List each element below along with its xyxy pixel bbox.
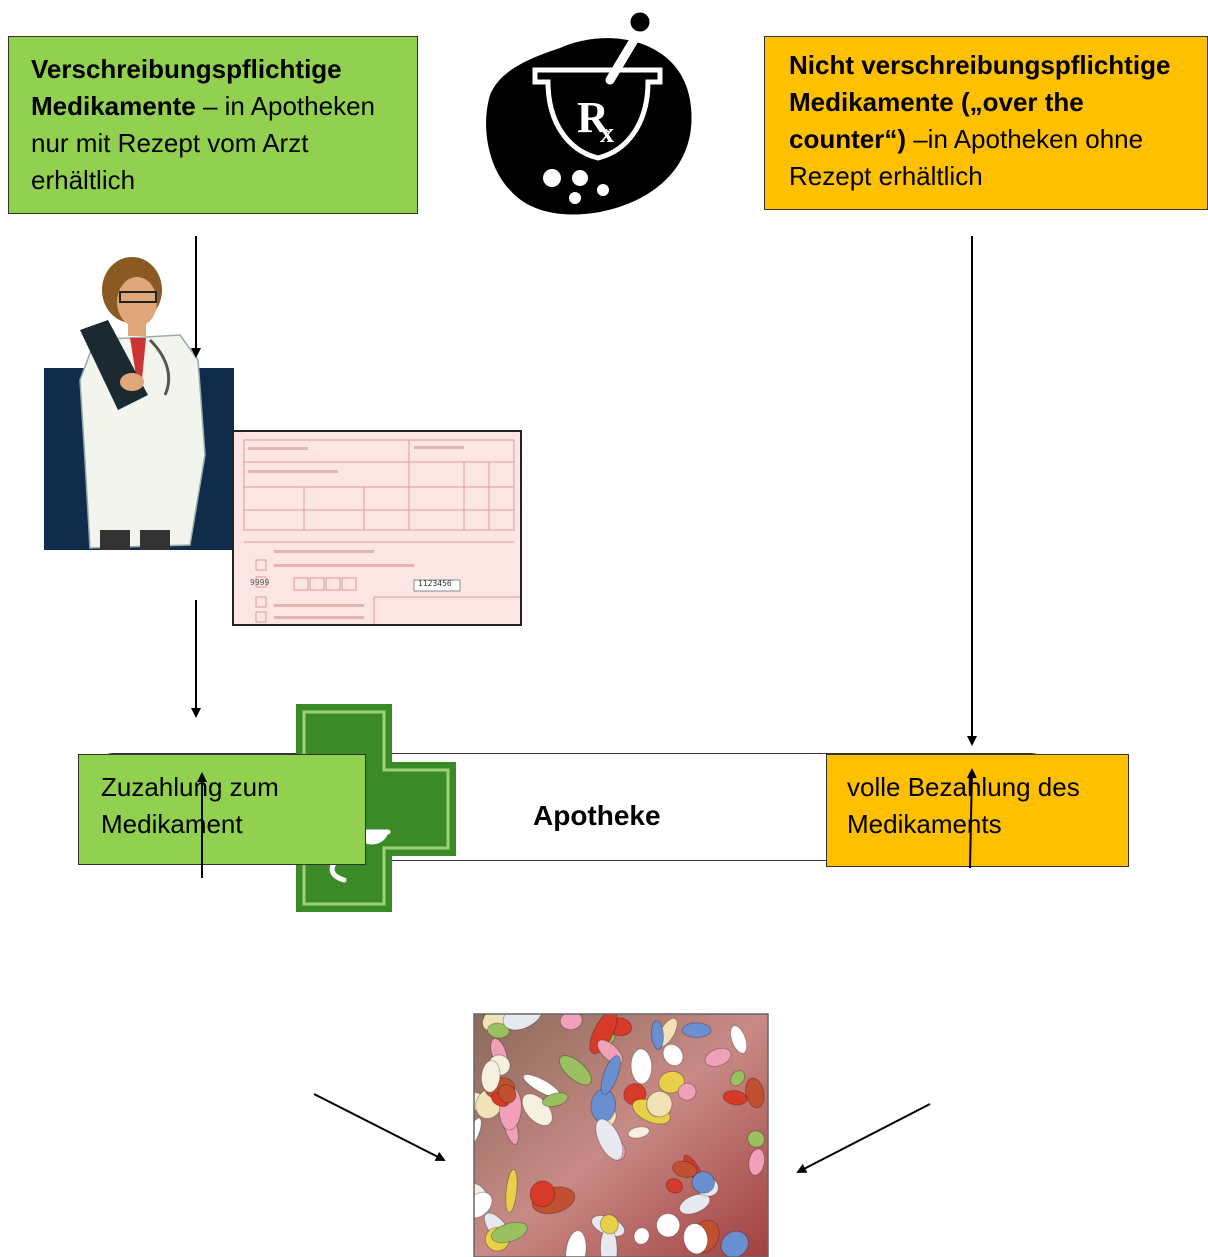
arrow-fullpay-to-pills xyxy=(796,1103,931,1173)
pill xyxy=(600,1055,621,1095)
pill xyxy=(599,1214,619,1235)
pill xyxy=(481,1014,515,1033)
pill xyxy=(691,1171,716,1194)
prescription-form-lines xyxy=(243,439,520,624)
pill xyxy=(630,1048,653,1085)
pill xyxy=(722,1090,748,1106)
pill xyxy=(565,1230,587,1257)
pill xyxy=(474,1183,490,1213)
pill xyxy=(522,1074,561,1098)
pill xyxy=(599,1226,618,1257)
full-payment-text: volle Bezahlung des Medikaments xyxy=(847,772,1080,839)
pill xyxy=(490,1092,510,1108)
pill xyxy=(559,1014,583,1031)
copayment-box: Zuzahlung zum Medikament xyxy=(78,754,366,865)
svg-text:R: R xyxy=(577,93,610,142)
pill xyxy=(672,1160,698,1178)
rx-box-text: – in Apotheken nur mit Rezept vom Arzt e… xyxy=(31,90,375,195)
pill xyxy=(646,1097,661,1117)
pill xyxy=(610,1140,626,1161)
pill xyxy=(729,1070,746,1087)
pill xyxy=(529,1180,556,1208)
pill xyxy=(475,1088,504,1120)
otc-box-text: –in Apotheken ohne Rezept erhältlich xyxy=(789,123,1144,191)
pill xyxy=(704,1047,732,1067)
pill xyxy=(691,1219,720,1253)
pill xyxy=(490,1221,528,1244)
pill xyxy=(631,1098,671,1125)
pill xyxy=(627,1126,650,1139)
pill xyxy=(531,1186,576,1215)
pill xyxy=(720,1230,749,1257)
prescription-number: 1123456 xyxy=(418,579,452,588)
pill xyxy=(474,1191,493,1219)
prescription-form-image: 9999 1123456 xyxy=(232,430,522,626)
pill xyxy=(681,1022,712,1038)
pill xyxy=(606,1017,633,1037)
rx-box-title: Verschreibungspflichtige Medikamente xyxy=(31,54,342,121)
pill xyxy=(596,1110,617,1132)
pill xyxy=(590,1088,617,1123)
pill xyxy=(651,1020,664,1050)
pill xyxy=(596,1039,624,1065)
rx-medication-box: Verschreibungspflichtige Medikamente – i… xyxy=(8,36,418,214)
pill xyxy=(633,1227,650,1245)
pill xyxy=(747,1130,766,1148)
pharmacy-label: Apotheke xyxy=(533,800,661,831)
pill xyxy=(589,1014,618,1055)
pill xyxy=(488,1054,511,1076)
pill xyxy=(474,1117,482,1148)
pill xyxy=(497,1083,517,1104)
pill xyxy=(474,1091,494,1112)
pill xyxy=(486,1022,510,1039)
pill xyxy=(498,1087,522,1131)
pill xyxy=(693,1175,719,1197)
pill xyxy=(656,1017,678,1048)
pill xyxy=(484,1077,516,1100)
pill xyxy=(500,1098,519,1146)
pill xyxy=(623,1083,647,1106)
pill xyxy=(646,1090,673,1118)
otc-medication-box: Nicht verschreibungspflichtige Medikamen… xyxy=(764,36,1208,210)
pill xyxy=(677,1082,697,1101)
pill xyxy=(665,1178,683,1194)
pill xyxy=(541,1092,569,1108)
otc-box-title: Nicht verschreibungspflichtige Medikamen… xyxy=(789,50,1171,154)
svg-text:x: x xyxy=(600,118,614,149)
pill xyxy=(558,1055,592,1086)
pill xyxy=(730,1025,748,1054)
pill xyxy=(484,1226,510,1252)
pill xyxy=(490,1037,508,1070)
pill xyxy=(595,1118,624,1161)
pill xyxy=(597,1026,616,1046)
full-payment-box: volle Bezahlung des Medikaments xyxy=(826,754,1129,867)
pill xyxy=(678,1193,711,1215)
pill xyxy=(521,1093,553,1127)
pill xyxy=(683,1154,705,1185)
pill xyxy=(658,1070,685,1094)
copayment-text: Zuzahlung zum Medikament xyxy=(101,772,279,839)
pill xyxy=(655,1213,681,1238)
pill xyxy=(480,1059,501,1093)
pill xyxy=(748,1148,766,1176)
pill xyxy=(745,1077,765,1109)
pill xyxy=(483,1212,511,1243)
pill xyxy=(591,1215,626,1237)
pill xyxy=(505,1169,518,1214)
pill xyxy=(662,1043,684,1067)
arrow-copay-to-pills xyxy=(313,1093,446,1161)
prescription-code: 9999 xyxy=(250,578,270,587)
pill xyxy=(502,1014,544,1031)
pill xyxy=(683,1223,709,1255)
